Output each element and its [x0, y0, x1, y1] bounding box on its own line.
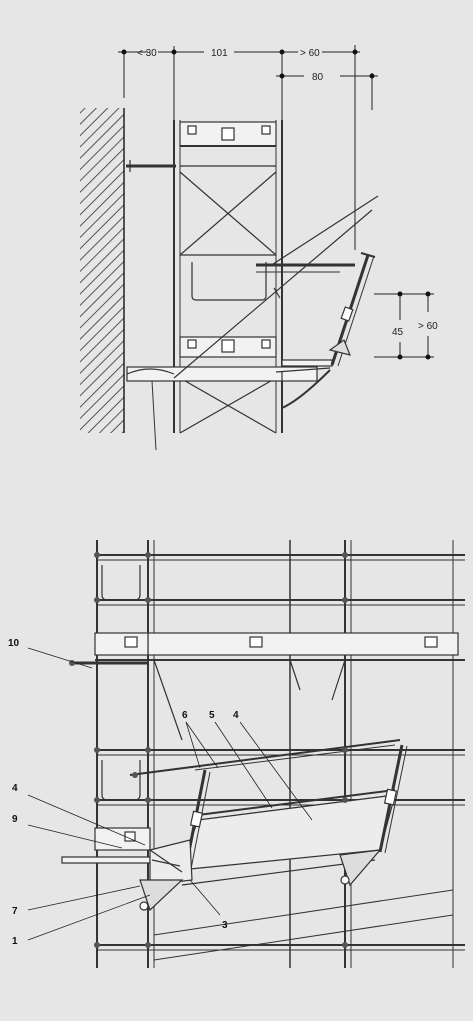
dim-frame-width: 101 — [211, 48, 228, 59]
top-section-view — [80, 45, 434, 451]
callout-10: 10 — [8, 638, 20, 649]
dim-net-height: 45 — [392, 327, 404, 338]
callout-7: 7 — [12, 906, 18, 917]
callout-4-upper: 4 — [233, 710, 239, 721]
upper-deck-board — [147, 632, 459, 656]
lower-deck-board — [94, 827, 151, 851]
dim-console-width: 80 — [312, 72, 324, 83]
dim-console-gap: > 60 — [300, 48, 320, 59]
building-wall — [80, 108, 124, 433]
dimension-dots — [121, 49, 431, 360]
callout-1: 1 — [12, 936, 18, 947]
callout-labels: 10 6 5 4 4 9 7 1 3 — [8, 638, 239, 947]
callout-5: 5 — [209, 710, 215, 721]
dim-net-clearance: > 60 — [418, 321, 438, 332]
callout-3: 3 — [222, 920, 228, 931]
callout-4-lower: 4 — [12, 783, 18, 794]
wall-platform-lower — [61, 856, 151, 864]
callout-leaders — [27, 647, 313, 941]
callout-6: 6 — [182, 710, 188, 721]
callout-9: 9 — [12, 814, 18, 825]
dim-wall-gap: < 30 — [137, 48, 157, 59]
top-dimension-labels: < 30 101 > 60 80 45 > 60 — [137, 48, 438, 338]
bottom-perspective-view — [27, 540, 465, 968]
